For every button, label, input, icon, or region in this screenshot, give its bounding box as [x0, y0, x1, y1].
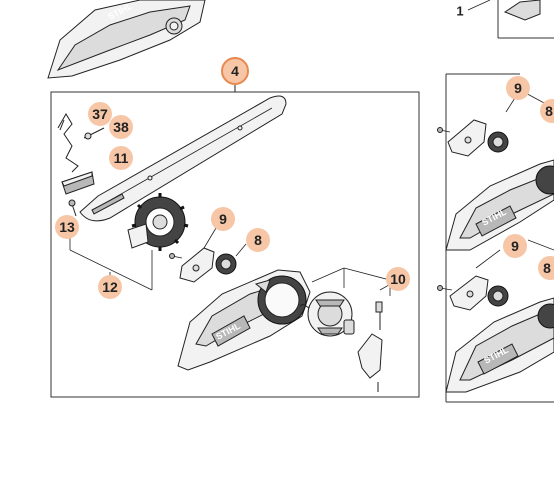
tensioner-assembly — [307, 291, 355, 337]
svg-text:10: 10 — [390, 271, 406, 287]
svg-text:8: 8 — [545, 103, 553, 119]
right-upper-group: STIHL — [437, 73, 554, 266]
svg-text:12: 12 — [102, 279, 118, 295]
svg-text:8: 8 — [543, 260, 551, 276]
top-left-cover-partial: STIHL — [47, 0, 206, 79]
nut-8 — [215, 243, 247, 275]
svg-text:13: 13 — [59, 219, 75, 235]
plate-9 — [169, 227, 217, 283]
callout-10-bracket — [311, 267, 399, 296]
screw-13 — [68, 199, 77, 217]
svg-text:8: 8 — [254, 232, 262, 248]
svg-text:4: 4 — [231, 63, 239, 79]
tensioner-lever — [357, 301, 383, 392]
sprocket-cover: STIHL — [177, 269, 311, 371]
svg-text:9: 9 — [219, 211, 227, 227]
callout-38: 38 — [109, 115, 133, 139]
callout-4: 4 — [221, 57, 249, 85]
callout-9-right-upper: 9 — [506, 76, 530, 100]
svg-text:37: 37 — [92, 106, 108, 122]
callout-37: 37 — [88, 102, 112, 126]
svg-text:11: 11 — [114, 150, 129, 166]
callout-8-right-upper: 8 — [540, 99, 554, 123]
callout-9-right-lower: 9 — [503, 234, 527, 258]
callout-13: 13 — [55, 215, 79, 239]
callout-1: 1 — [456, 4, 463, 19]
svg-text:9: 9 — [514, 80, 522, 96]
callout-9: 9 — [211, 207, 235, 231]
callout-8-right-lower: 8 — [538, 256, 554, 280]
chain-catcher — [127, 223, 149, 249]
callout-12: 12 — [98, 275, 122, 299]
top-right-frame-partial — [467, 0, 554, 39]
svg-text:38: 38 — [113, 119, 129, 135]
callout-8: 8 — [246, 228, 270, 252]
callout-11: 11 — [109, 146, 133, 170]
top-nut — [165, 17, 183, 35]
svg-text:9: 9 — [511, 238, 519, 254]
guide-bar — [79, 95, 287, 222]
right-lower-group: STIHL — [437, 239, 554, 403]
screw-38 — [83, 127, 105, 140]
callout-10: 10 — [386, 267, 410, 291]
tensioner-slide — [61, 171, 95, 195]
tensioner-clip — [57, 113, 79, 173]
